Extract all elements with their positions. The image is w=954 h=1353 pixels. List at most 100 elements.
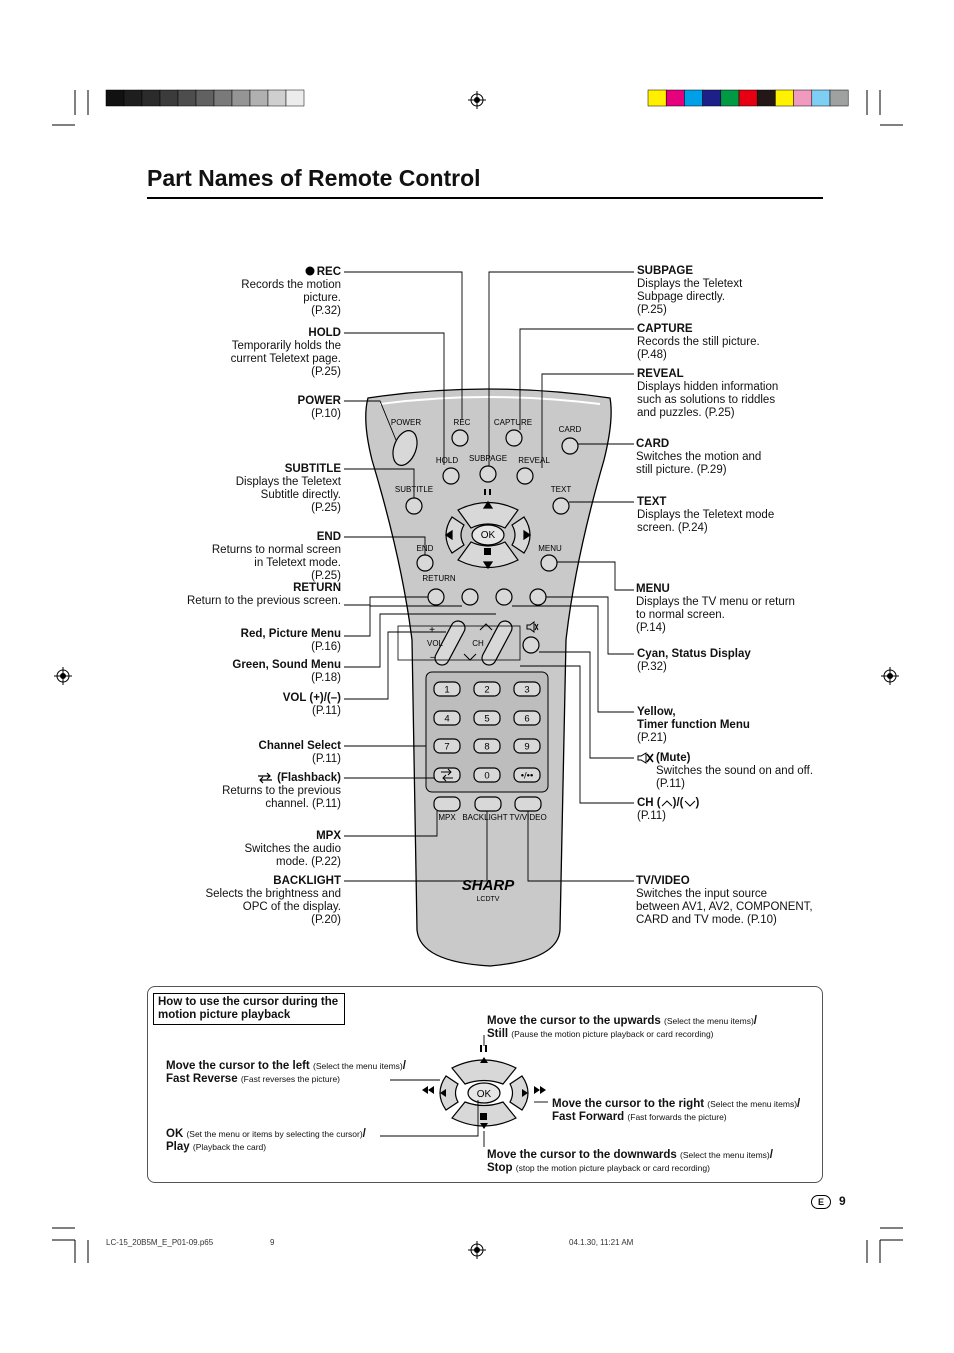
power-button [392, 430, 418, 466]
remote-label-minus: – [430, 652, 436, 663]
remote-label-model: LCDTV [477, 896, 500, 903]
keypad-button [433, 767, 461, 783]
remote-label-reveal: REVEAL [518, 456, 550, 465]
label-red: Red, Picture Menu(P.16) [240, 628, 341, 653]
color-swatch [829, 89, 849, 107]
registration-target-right [881, 667, 899, 685]
remote-label-subpage: SUBPAGE [469, 454, 507, 463]
keypad-digit: 4 [444, 714, 449, 725]
flashback-key-icon [441, 768, 453, 782]
color-bar [647, 89, 849, 107]
keypad-digit: 9 [524, 742, 529, 753]
rec-button [451, 429, 469, 447]
footer-page: 9 [270, 1238, 275, 1247]
keypad-button [473, 710, 501, 726]
ch-rocker [481, 620, 513, 666]
remote-label-rec: REC [454, 418, 471, 427]
hold-button [442, 467, 460, 485]
cursor-box-heading: How to use the cursor during the motion … [153, 993, 345, 1025]
keypad-button [513, 738, 541, 754]
keypad-button [513, 710, 541, 726]
mpx-button [433, 796, 461, 812]
remote-label-capture: CAPTURE [494, 418, 532, 427]
ok-button [471, 524, 505, 546]
keypad-digit: •/•• [521, 771, 534, 782]
label-channel: Channel Select(P.11) [258, 740, 341, 765]
keypad-button [473, 681, 501, 697]
keypad-digit: 7 [444, 742, 449, 753]
leader-lines [344, 271, 634, 882]
keypad-button [513, 681, 541, 697]
cursor-ok-text: OK (Set the menu or items by selecting t… [166, 1128, 366, 1153]
footer-date: 04.1.30, 11:21 AM [569, 1238, 634, 1247]
keypad-button [473, 767, 501, 783]
keypad-button [433, 710, 461, 726]
label-mute: (Mute)Switches the sound on and off.(P.1… [656, 752, 814, 790]
card-button [561, 437, 579, 455]
remote-label-vol: VOL [427, 639, 444, 648]
cursor-ok-label: OK [477, 1089, 492, 1100]
registration-target-left [54, 667, 72, 685]
remote-label-text: TEXT [551, 485, 572, 494]
remote-label-return: RETURN [422, 574, 456, 583]
label-cyan: Cyan, Status Display(P.32) [637, 648, 751, 673]
remote-label-ch: CH [472, 639, 484, 648]
capture-button [505, 429, 523, 447]
keypad-digit: 1 [444, 685, 449, 696]
remote-label-backlight: BACKLIGHT [462, 813, 507, 822]
label-vol: VOL (+)/(–)(P.11) [282, 692, 341, 717]
red-button [461, 588, 479, 606]
cursor-right-text: Move the cursor to the right (Select the… [552, 1098, 801, 1123]
remote-label-power: POWER [391, 418, 421, 427]
menu-button [540, 554, 558, 572]
keypad-digit: 5 [484, 714, 489, 725]
registration-target-bottom [468, 1241, 486, 1259]
mute-icon [526, 621, 539, 633]
remote-label-menu: MENU [538, 544, 562, 553]
keypad-button [433, 738, 461, 754]
cursor-up-text: Move the cursor to the upwards (Select t… [487, 1015, 757, 1040]
gray-bar [105, 89, 305, 107]
gray-swatch [285, 89, 305, 107]
keypad-button [513, 767, 541, 783]
crop-marks [52, 90, 903, 1263]
registration-target-top [468, 91, 486, 109]
remote-label-mpx: MPX [438, 813, 456, 822]
flashback-icon [258, 772, 272, 784]
label-power: POWER(P.10) [297, 395, 341, 420]
keypad-digit: 0 [484, 771, 489, 782]
title-rule [147, 197, 823, 199]
green-button [495, 588, 513, 606]
mute-button [522, 636, 540, 654]
remote-label-plus: + [429, 625, 435, 636]
backlight-button [474, 796, 502, 812]
remote-label-card: CARD [559, 425, 582, 434]
keypad-digit: 2 [484, 685, 489, 696]
rec-dot-icon [305, 266, 315, 276]
subpage-button [479, 465, 497, 483]
text-button [552, 497, 570, 515]
vol-rocker [434, 620, 466, 666]
cursor-left-text: Move the cursor to the left (Select the … [166, 1060, 406, 1085]
keypad-button [433, 681, 461, 697]
label-yellow: Yellow,Timer function Menu(P.21) [637, 706, 750, 744]
